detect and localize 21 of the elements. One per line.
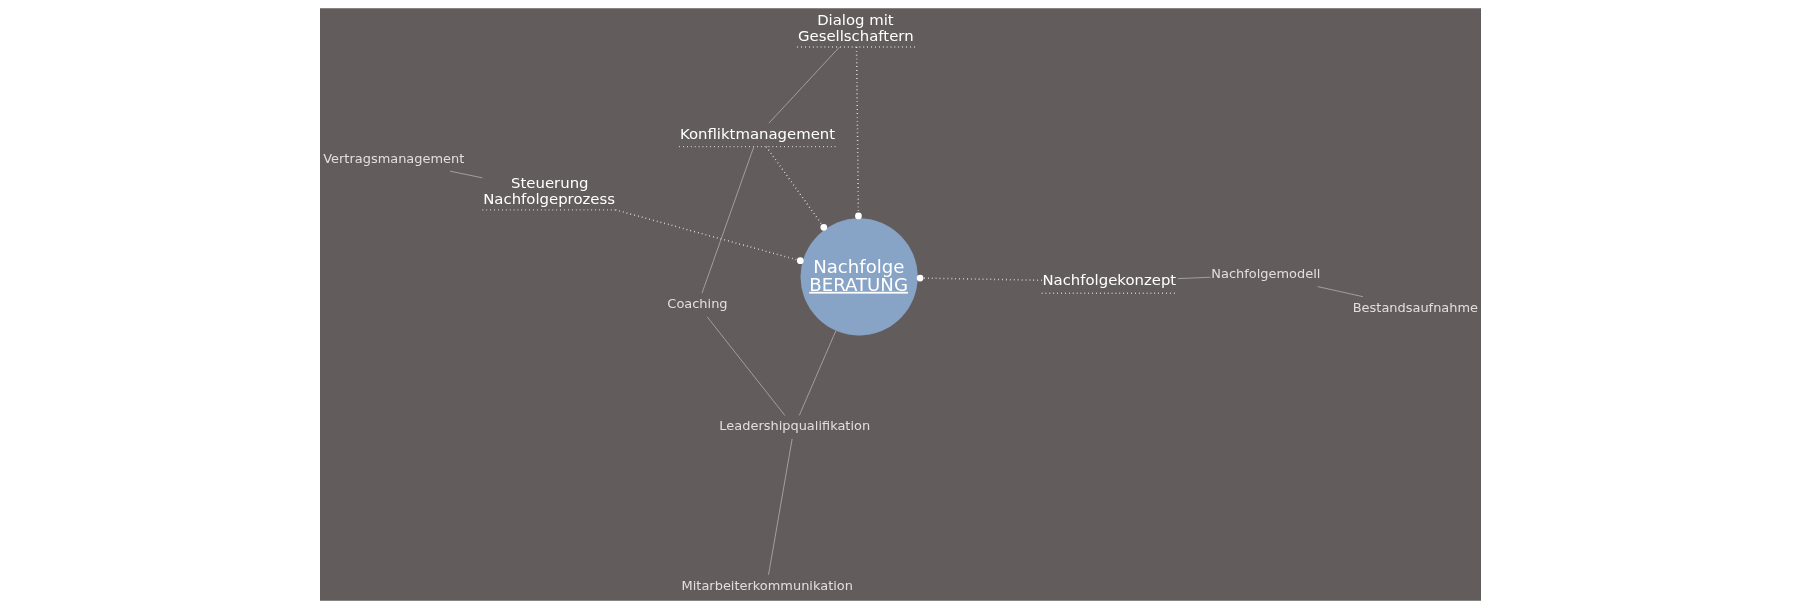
- node-text: Mitarbeiterkommunikation: [681, 577, 853, 593]
- node-text: Konfliktmanagement: [679, 124, 835, 143]
- connector: [767, 46, 840, 124]
- node-text: Dialog mit Gesellschaftern: [797, 10, 914, 45]
- connector: [614, 209, 804, 265]
- node-text: Steuerung Nachfolgeprozess: [482, 173, 615, 208]
- connector: [854, 46, 862, 220]
- connector: [701, 146, 754, 294]
- connector: [798, 330, 836, 416]
- connector: [767, 438, 793, 576]
- node-text: Nachfolgemodell: [1210, 266, 1320, 282]
- node-text: Nachfolgekonzept: [1041, 271, 1176, 290]
- node-text: Coaching: [666, 296, 728, 312]
- connector: [1316, 286, 1363, 298]
- connector: [1176, 276, 1211, 280]
- node-text: Bestandsaufnahme: [1352, 299, 1478, 315]
- node-circle: Nachfolge BERATUNG: [800, 218, 918, 336]
- node-text: Leadershipqualifikation: [718, 418, 870, 434]
- connector: [449, 170, 483, 179]
- connector: [706, 316, 785, 416]
- node-text: Vertragsmanagement: [322, 150, 464, 166]
